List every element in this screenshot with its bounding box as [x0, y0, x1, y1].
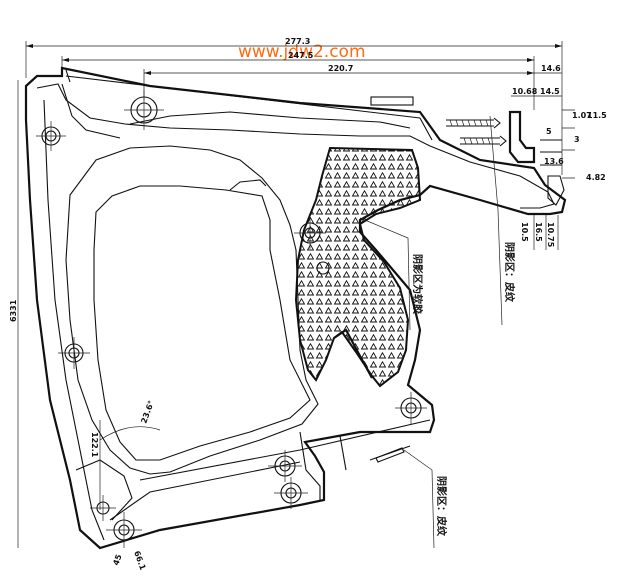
top-dimensions: 277.3 247.5 220.7 14.6 10.68 14.5 [25, 37, 563, 175]
dim-d4: 3 [574, 135, 580, 144]
dim-d6: 13.6 [544, 157, 564, 166]
dim-bottom-d3: 66.1 [132, 550, 147, 572]
dim-inner-width: 247.5 [288, 51, 314, 60]
dim-d7: 10.75 [546, 222, 555, 248]
dim-flange-gap: 10.68 [512, 87, 538, 96]
screw-holes [36, 90, 427, 548]
dim-height-left: 6331 [9, 299, 18, 322]
callouts: 阴影区：皮纹 阴影区为软胶 阴影区：皮纹 [359, 115, 516, 549]
dim-d2: 11.5 [587, 111, 607, 120]
hole-left-middle [58, 337, 90, 369]
dim-d3: 5 [546, 127, 552, 136]
note-texture-bottom: 阴影区：皮纹 [435, 476, 448, 537]
hole-bottom-2 [274, 477, 308, 509]
dim-angle: 23.6° [139, 399, 156, 424]
hole-left-upper [36, 121, 66, 151]
dim-right-offset: 14.6 [541, 64, 561, 73]
right-vertical-dimensions: 10.75 16.5 10.5 [520, 215, 559, 250]
handle-opening [65, 145, 319, 475]
outer-shell [24, 66, 567, 550]
dim-top-width: 220.7 [328, 64, 353, 73]
note-texture-top: 阴影区：皮纹 [503, 242, 516, 303]
hole-bottom-1 [268, 450, 302, 482]
hole-top-left [124, 90, 164, 130]
dim-overall-width: 277.3 [285, 37, 310, 46]
bottom-foot [75, 419, 431, 521]
left-dimension: 6331 [9, 80, 19, 548]
hole-bottom-small [90, 495, 116, 521]
soft-grip-area [294, 146, 422, 388]
dim-flange-width: 14.5 [540, 87, 560, 96]
hole-right-lower [395, 392, 427, 424]
note-soft-rubber: 阴影区为软胶 [411, 254, 424, 314]
watermark: www.jdw2.com [238, 42, 366, 62]
dim-bottom-d2: 45 [111, 553, 123, 567]
dim-d5: 4.82 [586, 173, 606, 182]
screw-icons [446, 117, 507, 147]
hole-bottom-left [106, 512, 142, 548]
right-flange-detail: 1.07 11.5 5 3 13.6 4.82 [370, 96, 607, 206]
hole-grip [294, 217, 326, 249]
dim-d1: 1.07 [572, 111, 592, 120]
bottom-dimensions: 23.6° 122.1 45 66.1 [90, 399, 161, 572]
dim-bottom-d1: 122.1 [90, 432, 99, 458]
dim-d8: 16.5 [534, 222, 543, 242]
dim-d9: 10.5 [520, 222, 529, 242]
